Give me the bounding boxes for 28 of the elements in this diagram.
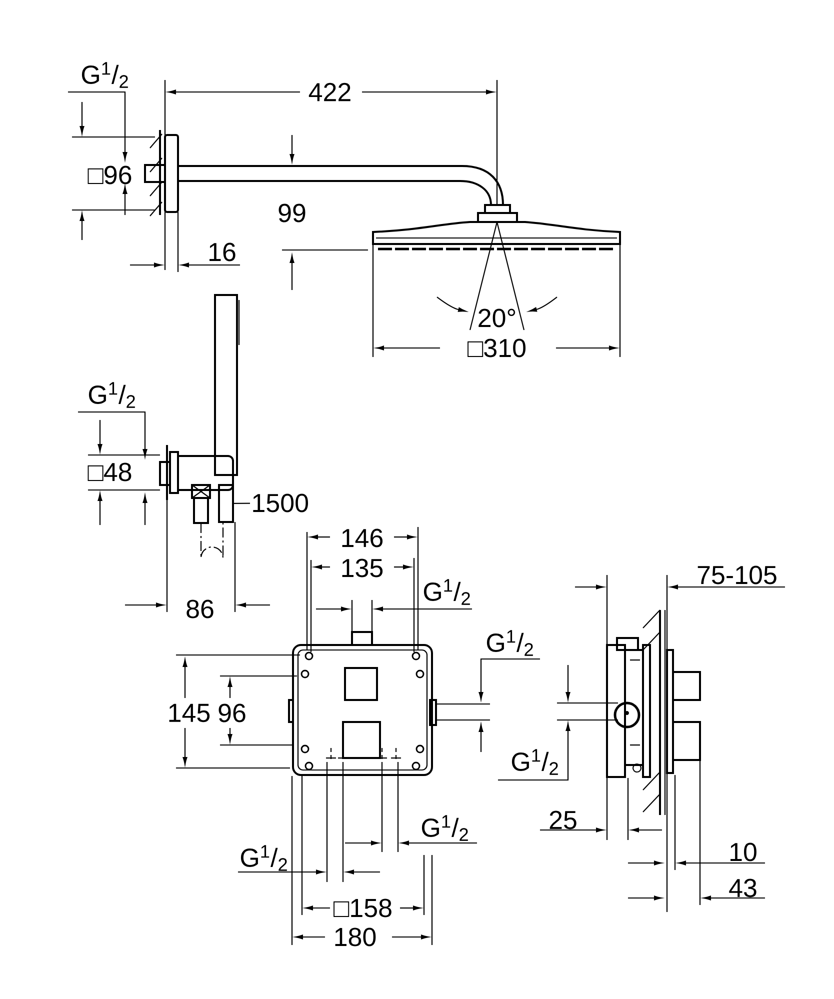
dimension-label: 1500 [253,494,308,512]
dimension-label: 16 [210,242,236,262]
dimension-label: □96 [88,166,132,184]
leader-line [234,502,250,504]
dimension-label: G$^{1}$/$_{2}$ [88,382,135,408]
dimension-label: 75-105 [698,566,776,584]
dimension-label: □310 [468,338,526,358]
dimension-label: 20° [478,308,516,328]
dimension-label: G$^{1}$/$_{2}$ [486,630,533,656]
dimension-label: □48 [88,462,132,482]
dimension-label: 146 [342,528,383,548]
dimension-label: 86 [186,600,214,618]
dimension-label: 180 [335,928,376,946]
dimension-label: G$^{1}$/$_{2}$ [512,749,558,775]
dimension-label: 135 [342,558,383,578]
hose-outlet [218,484,234,523]
dimension-label: G$^{1}$/$_{2}$ [82,62,128,88]
dimension-label: 25 [550,810,576,830]
dimension-label: G$^{1}$/$_{2}$ [240,845,287,871]
dimension-label: G$^{1}$/$_{2}$ [422,815,468,841]
dimension-label: G$^{1}$/$_{2}$ [424,579,470,605]
dimension-label: 145 [169,704,210,722]
dimension-label: 10 [730,842,756,862]
dimension-label: 43 [729,878,756,898]
dimension-label: □158 [334,898,392,918]
dimension-label: 96 [218,704,246,722]
dimension-label: 99 [278,204,306,222]
dimension-label: 422 [308,82,350,102]
